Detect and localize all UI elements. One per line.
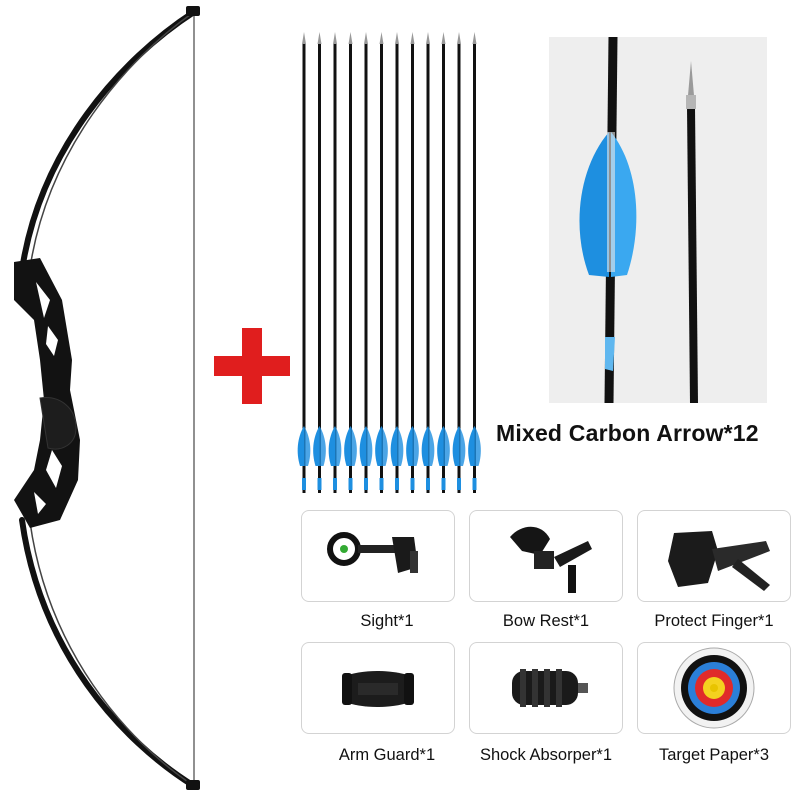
accessory-card-target-paper (637, 642, 791, 734)
arrow-2 (313, 32, 326, 493)
finger-tab-icon (668, 531, 770, 591)
arrow-4 (344, 32, 357, 493)
accessory-label-arm-guard: Arm Guard*1 (338, 746, 436, 764)
arm-guard-icon (342, 671, 414, 707)
accessory-label-sight: Sight*1 (360, 612, 414, 630)
recurve-bow-image (0, 0, 215, 800)
arrow-12 (468, 32, 481, 493)
arrow-3 (328, 32, 342, 493)
arrow-bundle-image (292, 28, 492, 498)
arrow-rest-icon (510, 526, 592, 593)
stabilizer-icon (512, 669, 588, 707)
arrow-9 (421, 32, 435, 493)
arrow-10 (437, 32, 450, 493)
accessory-card-arm-guard (301, 642, 455, 734)
arrow-caption: Mixed Carbon Arrow*12 (496, 420, 759, 446)
arrow-6 (375, 32, 388, 493)
arrow-8 (406, 32, 419, 493)
accessory-card-finger-tab (637, 510, 791, 602)
target-icon (673, 647, 755, 729)
accessory-card-shock-absorber (469, 642, 623, 734)
accessory-label-finger-tab: Protect Finger*1 (654, 612, 774, 630)
bow-sight-icon (327, 532, 418, 573)
plus-icon (214, 328, 290, 404)
arrow-7 (390, 32, 404, 493)
accessory-label-shock-absorber: Shock Absorper*1 (479, 746, 613, 764)
plus-vertical-bar (242, 328, 262, 404)
accessory-card-bow-rest (469, 510, 623, 602)
arrow-11 (452, 32, 466, 493)
accessory-card-sight (301, 510, 455, 602)
accessory-label-target-paper: Target Paper*3 (658, 746, 770, 764)
accessory-label-bow-rest: Bow Rest*1 (502, 612, 590, 630)
arrow-detail-image (549, 37, 767, 403)
arrow-1 (297, 32, 311, 493)
arrow-5 (359, 32, 373, 493)
